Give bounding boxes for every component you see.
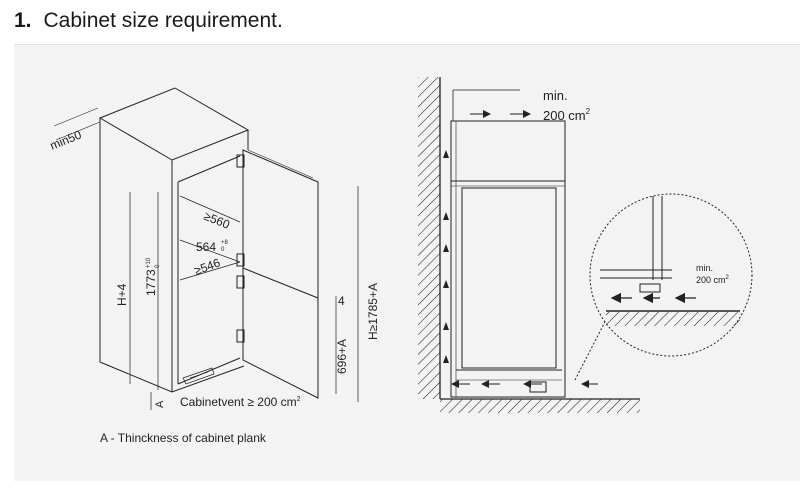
detail-min-label: min. bbox=[696, 263, 713, 273]
dim-1773-label: 1773 bbox=[144, 269, 158, 296]
detail-area-label: 200 cm2 bbox=[696, 275, 730, 285]
dim-564-tol: +8 bbox=[221, 240, 229, 246]
airflow-arrows-up bbox=[443, 150, 449, 363]
dim-1773-tol2: 0 bbox=[155, 264, 161, 268]
top-min-label: min. bbox=[543, 88, 568, 103]
dim-546-label: ≥546 bbox=[192, 255, 222, 277]
dim-696-label: 696+A bbox=[335, 339, 349, 374]
plank-a-label: A bbox=[154, 400, 166, 408]
dim-h4-label: H+4 bbox=[115, 283, 129, 306]
dim-564-label: 564 bbox=[196, 240, 216, 254]
side-section-drawing bbox=[418, 77, 753, 413]
dim-564-tol2: 0 bbox=[221, 247, 225, 253]
dim-h1785-label: H≥1785+A bbox=[366, 283, 380, 340]
min-gap-label: min50 bbox=[48, 127, 84, 152]
dim-1773-tol: +10 bbox=[146, 257, 152, 268]
section-heading: 1. Cabinet size requirement. bbox=[14, 4, 283, 38]
section-number: 1. bbox=[14, 9, 32, 32]
plank-legend: A - Thinckness of cabinet plank bbox=[100, 431, 267, 445]
cabinet-vent-label: Cabinetvent ≥ 200 cm2 bbox=[180, 395, 301, 409]
dim-560-label: ≥560 bbox=[202, 209, 232, 232]
cabinet-isometric-drawing bbox=[53, 87, 359, 410]
section-title: Cabinet size requirement. bbox=[43, 9, 283, 32]
dim-4-label: 4 bbox=[338, 294, 345, 308]
top-area-label: 200 cm2 bbox=[543, 107, 591, 123]
